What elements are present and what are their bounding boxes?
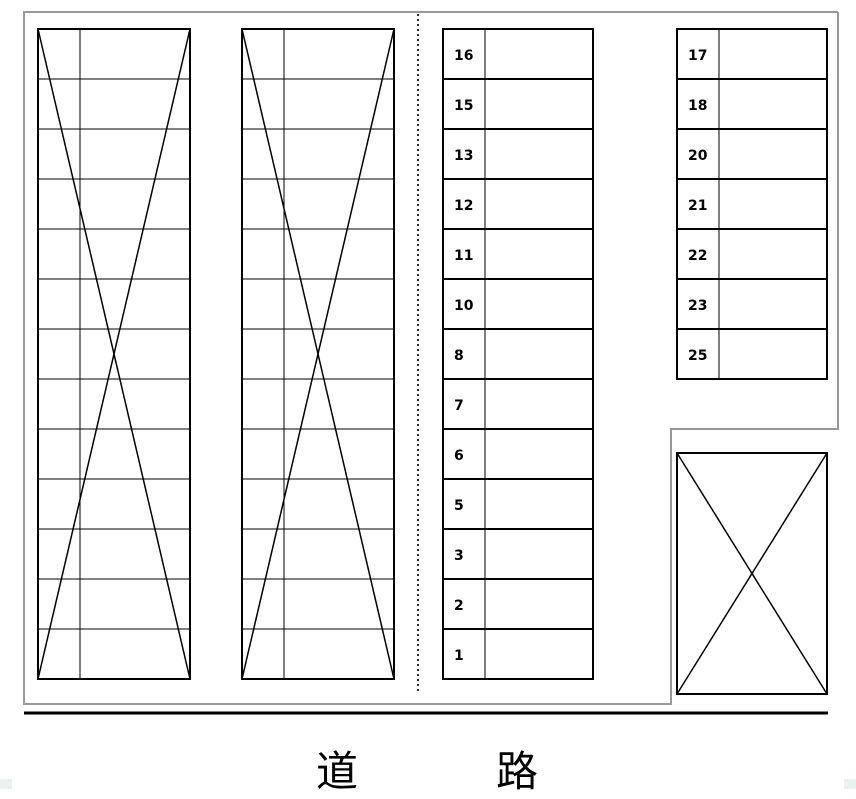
road-label: 道 路 <box>316 747 587 796</box>
site-boundary <box>23 11 839 705</box>
unavailable-block-left-2 <box>241 28 395 680</box>
parking-space-number: 11 <box>454 248 473 264</box>
parking-space-number: 7 <box>454 398 464 414</box>
parking-space-number: 2 <box>454 598 464 614</box>
parking-space-number: 22 <box>688 248 707 264</box>
column-outline <box>442 28 594 680</box>
page-edge-right <box>844 779 856 789</box>
block-outline <box>241 28 395 680</box>
cross-line <box>241 28 395 680</box>
parking-space-number: 1 <box>454 648 464 664</box>
parking-space-number: 12 <box>454 198 473 214</box>
parking-column-middle: 16 15 13 12 11 10 8 7 6 5 3 2 1 <box>442 28 594 680</box>
page-edge-left <box>0 779 12 789</box>
parking-column-right: 17 18 20 21 22 23 25 <box>676 28 828 380</box>
parking-space-number: 3 <box>454 548 464 564</box>
parking-space-number: 25 <box>688 348 707 364</box>
unavailable-block-right-bottom <box>676 452 828 695</box>
parking-space-number: 13 <box>454 148 473 164</box>
parking-space-number: 21 <box>688 198 707 214</box>
parking-space-number: 17 <box>688 48 707 64</box>
parking-space-number: 15 <box>454 98 473 114</box>
column-outline <box>676 28 828 380</box>
parking-space-number: 20 <box>688 148 708 164</box>
parking-space-number: 10 <box>454 298 474 314</box>
block-outline <box>37 28 191 680</box>
cross-line <box>37 28 191 680</box>
parking-space-number: 23 <box>688 298 707 314</box>
parking-space-number: 18 <box>688 98 707 114</box>
parking-space-number: 6 <box>454 448 464 464</box>
parking-space-number: 8 <box>454 348 464 364</box>
parking-space-number: 16 <box>454 48 473 64</box>
parking-space-number: 5 <box>454 498 464 514</box>
unavailable-block-left-1 <box>37 28 191 680</box>
